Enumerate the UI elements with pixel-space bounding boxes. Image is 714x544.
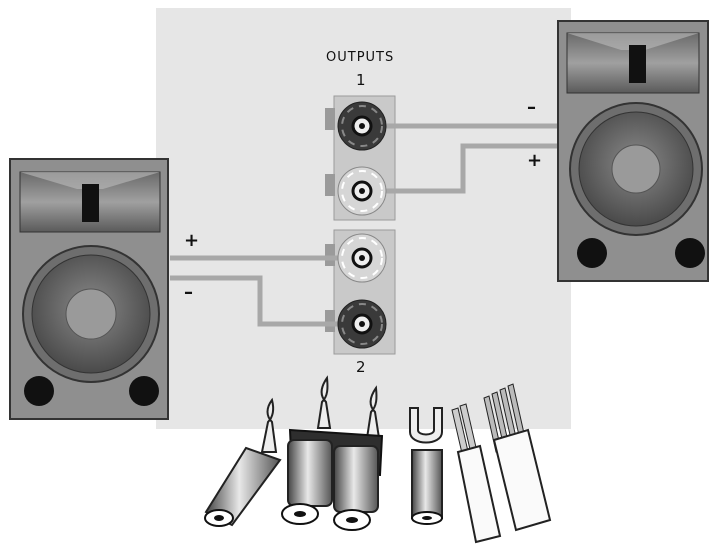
banana-plug-icon [204,397,282,527]
right-speaker-negative-sign: – [527,97,536,118]
cable-ch1-positive [364,143,560,194]
right-speaker-positive-sign: + [527,150,543,171]
speaker-left [9,158,169,420]
cable-ch2-negative [170,275,364,327]
left-speaker-positive-sign: + [184,230,200,251]
speaker-cables [170,123,560,327]
left-speaker-negative-sign: – [184,282,193,303]
channel-1-label: 1 [356,71,366,89]
binding-post-ch2-negative[interactable] [337,299,387,349]
tweeter-icon [629,45,646,83]
dual-banana-plug-icon [281,375,384,531]
tweeter-icon [82,184,99,222]
channel-2-label: 2 [356,358,366,376]
outputs-label: OUTPUTS [326,50,395,65]
spade-lug-icon [409,407,443,525]
binding-post-ch1-positive[interactable] [337,166,387,216]
bare-wire-pair-icon [451,403,502,544]
bare-wire-strands-icon [483,383,552,532]
binding-post-ch1-negative[interactable] [337,101,387,151]
binding-post-ch2-positive[interactable] [337,233,387,283]
speaker-right [557,20,709,282]
